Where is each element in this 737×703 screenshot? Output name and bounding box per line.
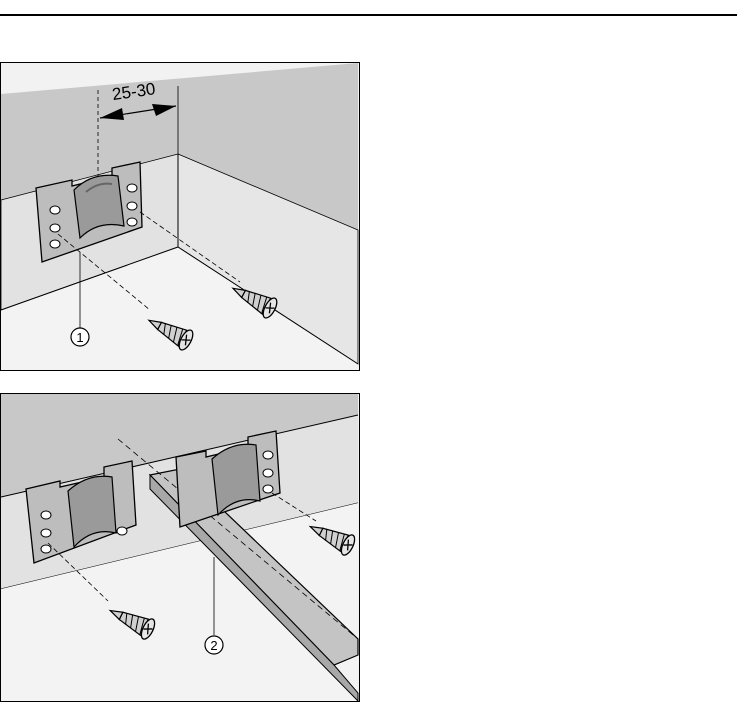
illustration-bracket-mounting: 25-30 1	[0, 62, 360, 371]
callout-label-1: 1	[76, 330, 83, 345]
header-rule	[0, 14, 737, 16]
illustration-rail-mounting: 2	[0, 393, 360, 702]
callout-label-2: 2	[210, 638, 217, 653]
